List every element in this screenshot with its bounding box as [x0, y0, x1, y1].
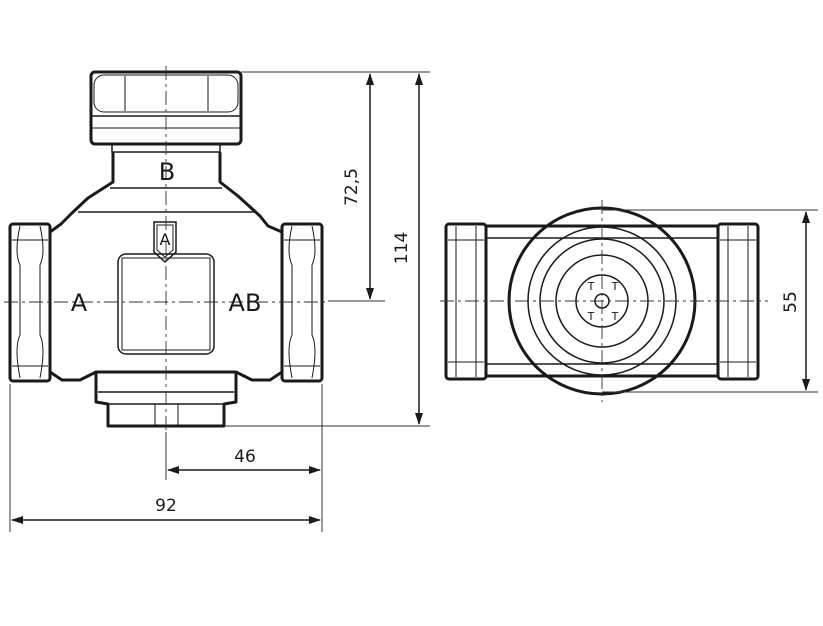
side-view: [440, 200, 768, 402]
front-view: [4, 66, 328, 432]
logo-letter: A: [160, 230, 171, 249]
dim-total-width: 92: [155, 496, 177, 516]
port-a-label: A: [71, 289, 88, 317]
dim-upper-height: 72,5: [342, 168, 362, 206]
bottom-mark-3: T: [587, 310, 595, 323]
port-ab-label: AB: [229, 289, 262, 317]
side-right-fitting: [716, 222, 760, 381]
bottom-mark-4: T: [611, 310, 619, 323]
dim-half-width: 46: [234, 447, 256, 467]
port-a-fitting: [8, 222, 52, 383]
port-b-fitting: [89, 70, 243, 146]
port-b-label: B: [159, 158, 175, 186]
logo-icon: [153, 221, 177, 264]
dimension-lines: [9, 71, 818, 532]
port-ab-fitting: [280, 222, 324, 383]
bottom-mark-1: T: [587, 280, 595, 293]
bottom-mark-2: T: [611, 280, 619, 293]
dim-depth: 55: [781, 291, 801, 313]
dim-total-height: 114: [392, 232, 412, 264]
side-left-fitting: [444, 222, 488, 381]
